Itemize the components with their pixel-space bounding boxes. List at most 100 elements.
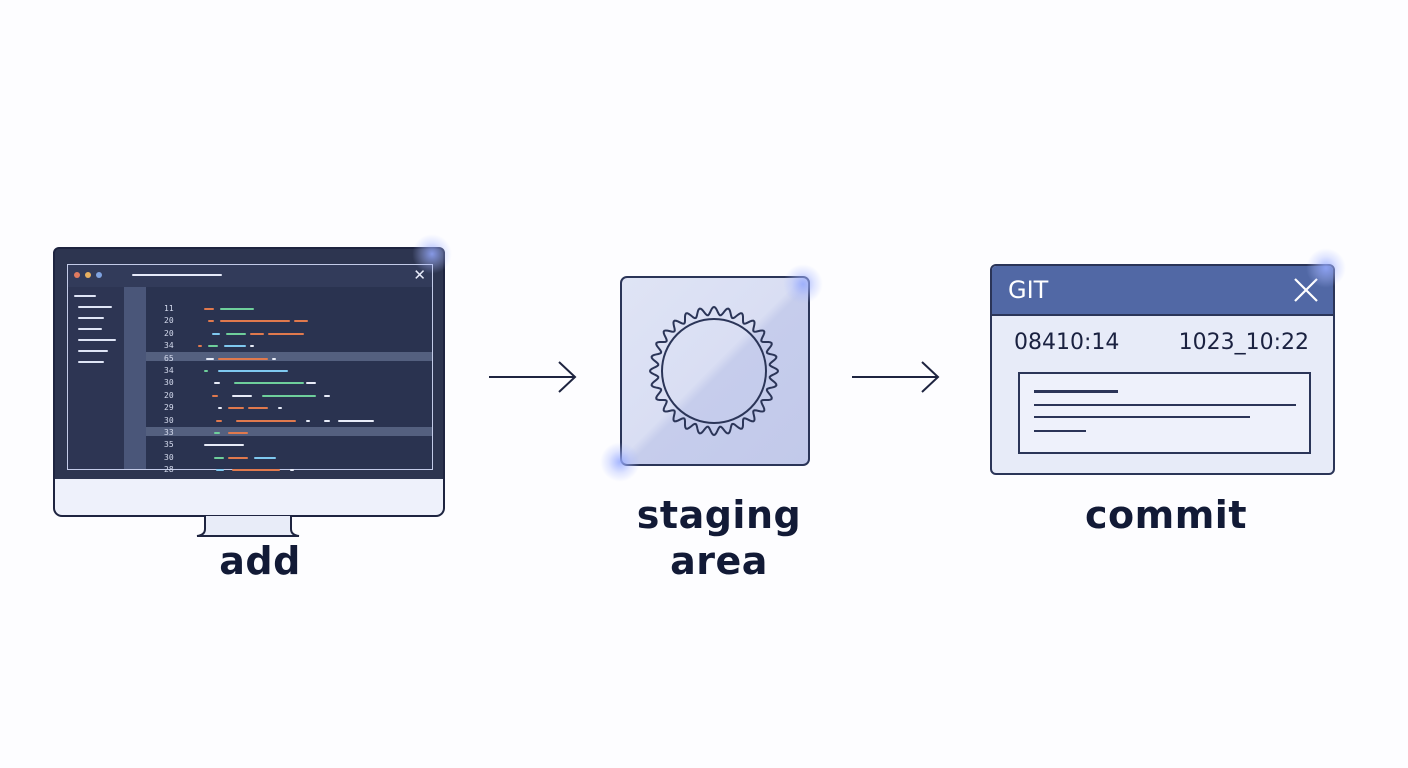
line-number: 30 bbox=[164, 415, 174, 425]
code-token bbox=[198, 345, 202, 348]
code-token bbox=[248, 407, 268, 410]
line-number: 34 bbox=[164, 366, 174, 375]
commit-message-line bbox=[1034, 430, 1086, 432]
code-token bbox=[262, 394, 316, 397]
line-number: 33 bbox=[164, 428, 174, 437]
arrow-right-icon bbox=[489, 361, 577, 393]
editor-title-bar-line bbox=[132, 274, 222, 276]
code-token bbox=[236, 419, 296, 422]
monitor-bezel: ✕ 112020346534302029303335302839 bbox=[53, 247, 445, 487]
code-token bbox=[204, 370, 208, 372]
sparkle-glow bbox=[783, 264, 823, 304]
code-token bbox=[218, 370, 288, 372]
code-token bbox=[226, 332, 246, 335]
code-token bbox=[234, 382, 304, 385]
code-token bbox=[228, 407, 244, 410]
window-dot-red bbox=[74, 272, 80, 278]
line-number: 28 bbox=[164, 465, 174, 475]
code-token bbox=[220, 308, 254, 310]
highlighted-line bbox=[146, 427, 432, 436]
code-token bbox=[218, 407, 222, 410]
code-editor-screen: ✕ 112020346534302029303335302839 bbox=[67, 264, 433, 487]
code-area bbox=[146, 287, 432, 469]
monitor-icon: ✕ 112020346534302029303335302839 bbox=[53, 247, 445, 537]
commit-timestamp-left: 08410:14 bbox=[1014, 330, 1120, 355]
file-item bbox=[78, 317, 104, 319]
code-token bbox=[204, 308, 214, 310]
code-token bbox=[324, 419, 330, 422]
seal-badge-icon bbox=[648, 305, 780, 437]
line-number: 20 bbox=[164, 316, 174, 326]
code-token bbox=[204, 444, 244, 447]
file-item bbox=[78, 306, 112, 308]
code-token bbox=[250, 332, 264, 335]
code-token bbox=[214, 456, 224, 459]
code-token bbox=[206, 357, 214, 360]
code-token bbox=[208, 320, 214, 323]
code-token bbox=[290, 469, 294, 472]
code-token bbox=[306, 382, 316, 385]
code-token bbox=[338, 419, 374, 422]
commit-message-line bbox=[1034, 390, 1118, 393]
code-token bbox=[268, 332, 304, 335]
line-number: 30 bbox=[164, 378, 174, 388]
file-item bbox=[78, 350, 108, 352]
code-token bbox=[272, 357, 276, 360]
line-number: 35 bbox=[164, 440, 174, 450]
commit-timestamp-right: 1023_10:22 bbox=[1178, 330, 1309, 355]
code-token bbox=[254, 456, 276, 459]
code-token bbox=[306, 419, 310, 422]
code-token bbox=[228, 456, 248, 459]
sparkle-glow bbox=[412, 234, 452, 274]
code-token bbox=[212, 332, 220, 335]
commit-message-box bbox=[1018, 372, 1311, 454]
sparkle-glow bbox=[1306, 248, 1346, 288]
code-token bbox=[294, 320, 308, 323]
line-number: 34 bbox=[164, 341, 174, 351]
code-token bbox=[232, 469, 280, 472]
line-number: 11 bbox=[164, 304, 174, 313]
window-dot-blue bbox=[96, 272, 102, 278]
git-window-title: GIT bbox=[1008, 276, 1049, 304]
editor-titlebar: ✕ bbox=[68, 265, 432, 288]
step-label-line: staging bbox=[636, 493, 802, 537]
code-token bbox=[214, 432, 220, 434]
arrow-right-icon bbox=[852, 361, 940, 393]
code-token bbox=[324, 394, 330, 397]
window-dot-yellow bbox=[85, 272, 91, 278]
step-label-line: area bbox=[670, 539, 768, 583]
step-label-staging-area: staging area bbox=[612, 492, 826, 584]
code-token bbox=[250, 345, 254, 348]
highlighted-line bbox=[146, 352, 432, 361]
line-number: 65 bbox=[164, 353, 174, 363]
step-label-commit: commit bbox=[1084, 493, 1247, 537]
code-token bbox=[228, 432, 248, 434]
code-token bbox=[216, 469, 224, 472]
code-token bbox=[224, 345, 246, 348]
file-item bbox=[78, 339, 116, 341]
git-window-titlebar: GIT bbox=[992, 266, 1333, 316]
monitor-chin bbox=[53, 479, 445, 517]
line-number: 29 bbox=[164, 403, 174, 413]
code-token bbox=[214, 382, 220, 385]
monitor-stand bbox=[196, 515, 300, 537]
code-token bbox=[220, 320, 290, 323]
code-token bbox=[212, 394, 218, 397]
line-number: 20 bbox=[164, 390, 174, 400]
step-label-add: add bbox=[219, 539, 301, 583]
commit-message-line bbox=[1034, 404, 1296, 406]
code-token bbox=[218, 357, 268, 360]
code-token bbox=[232, 394, 252, 397]
file-item bbox=[78, 328, 102, 330]
line-number: 20 bbox=[164, 328, 174, 338]
code-token bbox=[208, 345, 218, 348]
code-token bbox=[278, 407, 282, 410]
git-window-icon: GIT 08410:14 1023_10:22 bbox=[990, 264, 1335, 475]
file-item bbox=[74, 295, 96, 297]
commit-message-line bbox=[1034, 416, 1250, 418]
editor-gutter bbox=[124, 287, 146, 469]
file-item bbox=[78, 361, 104, 363]
sparkle-glow bbox=[600, 442, 640, 482]
code-token bbox=[216, 419, 222, 422]
line-number: 30 bbox=[164, 452, 174, 462]
